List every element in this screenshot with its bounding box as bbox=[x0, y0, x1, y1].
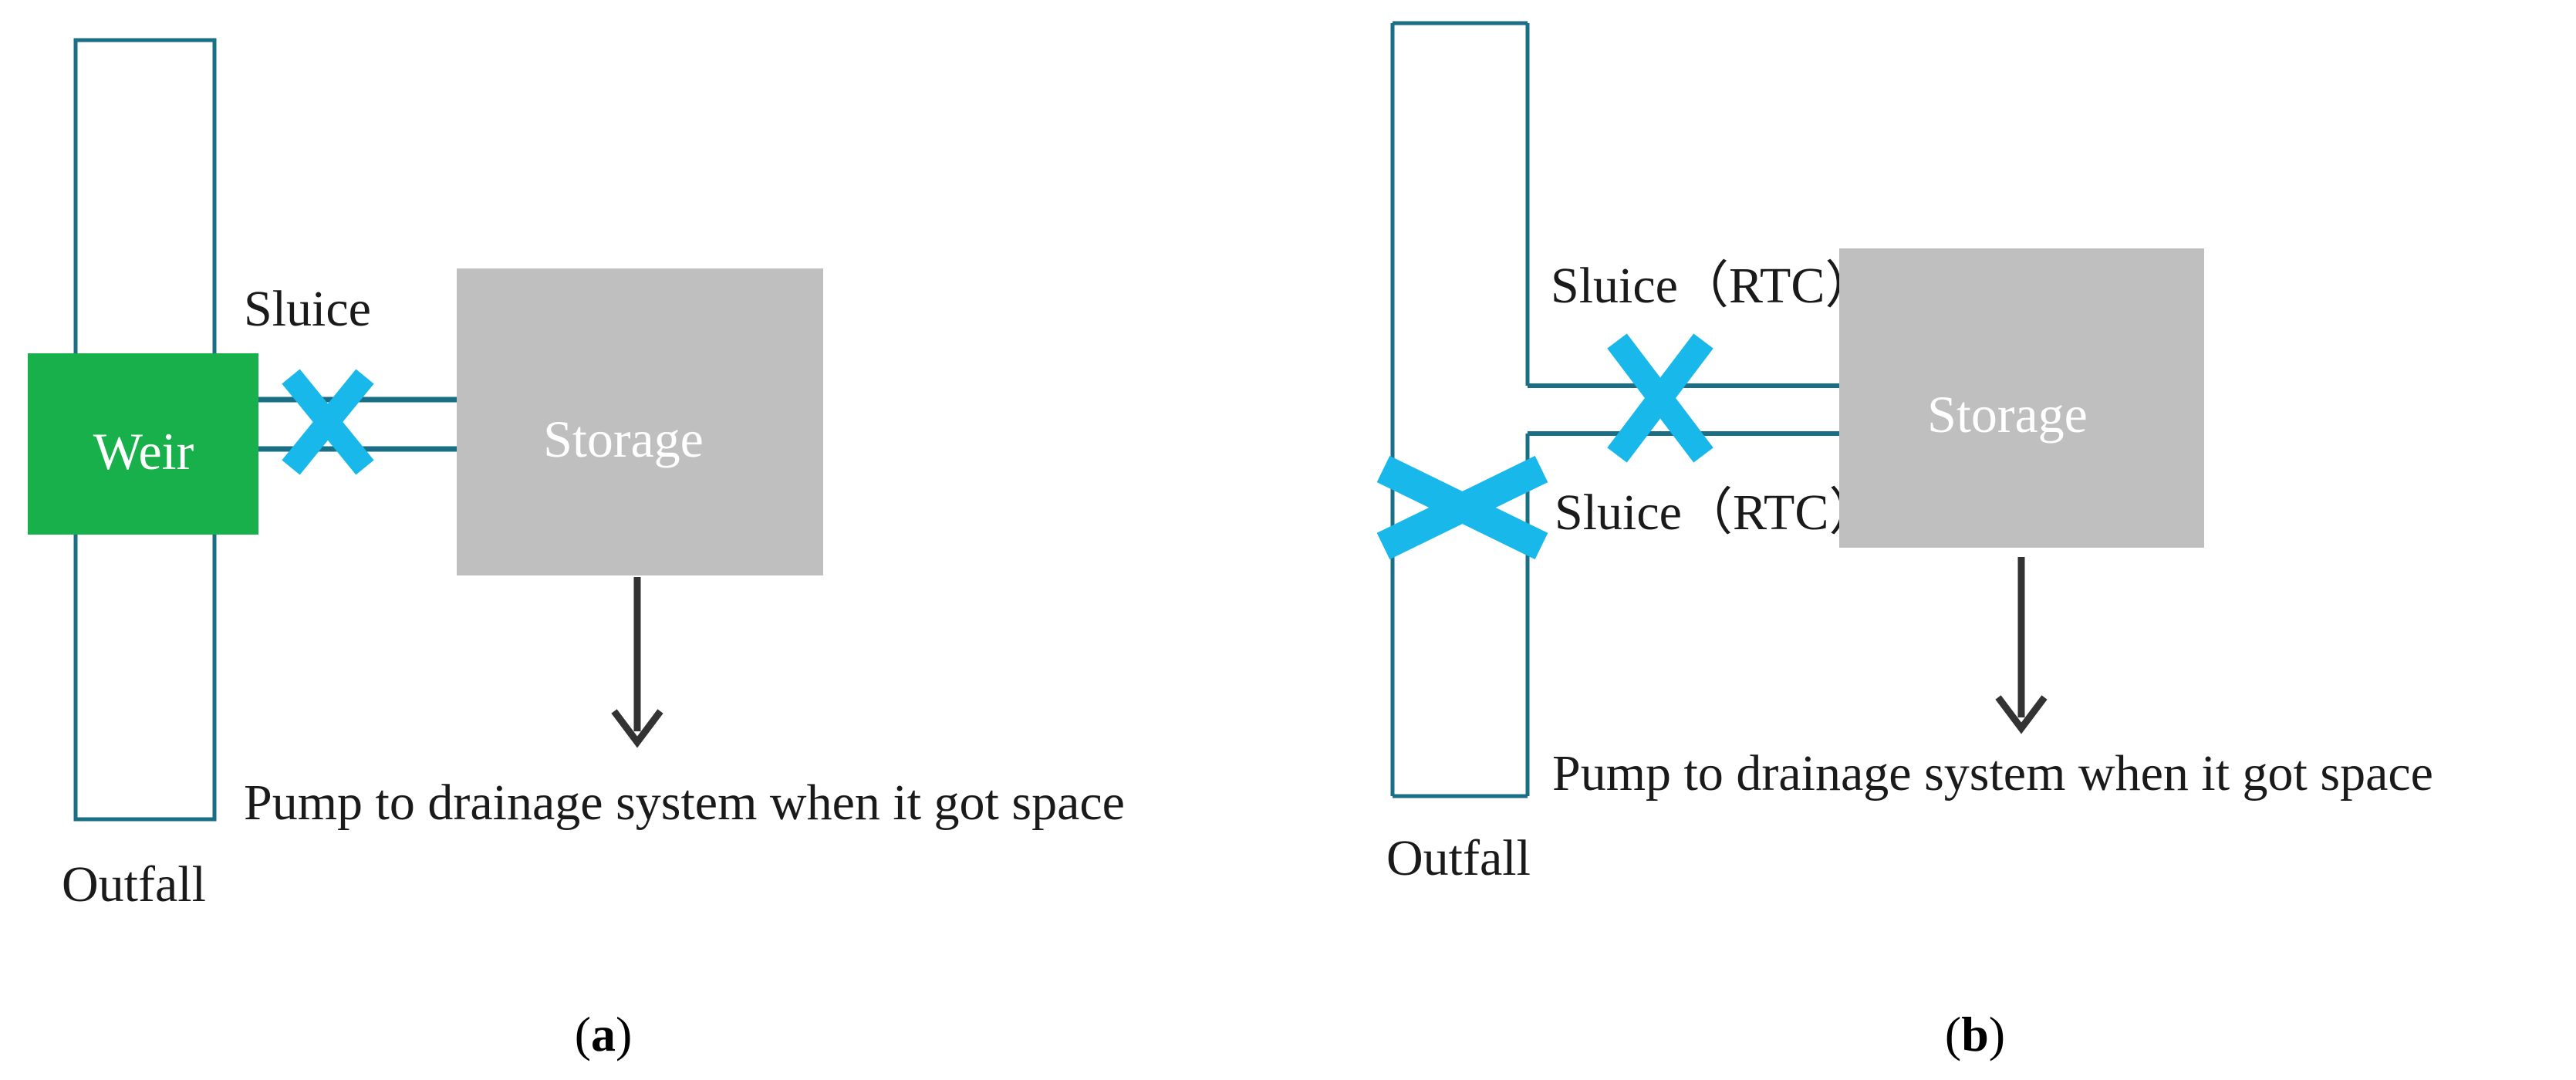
caption-b: (b) bbox=[1945, 1007, 2005, 1061]
sluice-rtc-upper-label: Sluice（RTC） bbox=[1551, 258, 1875, 314]
sluice-label-a: Sluice bbox=[244, 281, 371, 337]
outfall-channel-b bbox=[1390, 21, 1530, 798]
pump-label-b: Pump to drainage system when it got spac… bbox=[1552, 745, 2433, 802]
weir-box bbox=[28, 353, 258, 535]
panel-b: Sluice（RTC） Sluice（RTC） Storage Pump to … bbox=[1376, 21, 2433, 1061]
sluice-rtc-outfall-cross-icon bbox=[1376, 455, 1548, 560]
storage-box-a bbox=[457, 268, 823, 575]
outfall-label-b: Outfall bbox=[1386, 830, 1531, 886]
sluice-cross-icon bbox=[282, 369, 374, 475]
storage-box-b bbox=[1839, 248, 2204, 548]
storage-label-a: Storage bbox=[543, 410, 704, 468]
pump-arrow-icon-a bbox=[611, 577, 663, 748]
outfall-label-a: Outfall bbox=[62, 856, 206, 913]
sluice-rtc-upper-cross-icon bbox=[1607, 333, 1713, 463]
pump-label-a: Pump to drainage system when it got spac… bbox=[244, 775, 1125, 831]
caption-a: (a) bbox=[575, 1007, 633, 1061]
storage-label-b: Storage bbox=[1927, 385, 2088, 444]
weir-label: Weir bbox=[93, 422, 194, 481]
pump-arrow-icon-b bbox=[1995, 557, 2048, 734]
sluice-rtc-lower-label: Sluice（RTC） bbox=[1555, 484, 1879, 541]
panel-a: Weir Sluice Storage Pump to drainage sys… bbox=[28, 38, 1125, 1061]
